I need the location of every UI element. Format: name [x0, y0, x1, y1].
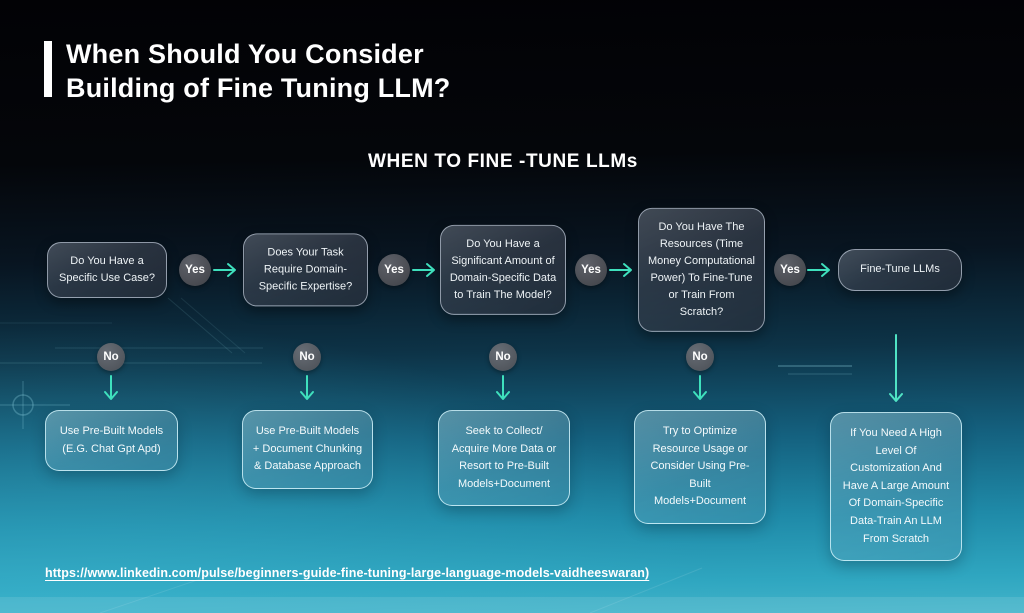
question-node-1-label: Do You Have a Specific Use Case? [59, 254, 155, 284]
question-node-3-label: Do You Have a Significant Amount of Doma… [449, 237, 557, 302]
yes-badge-2-label: Yes [384, 264, 404, 276]
outcome-node-4-label: Try to Optimize Resource Usage or Consid… [650, 425, 750, 508]
question-node-2-label: Does Your Task Require Domain-Specific E… [258, 246, 353, 293]
yes-badge-4: Yes [774, 254, 806, 286]
bottom-accent-strip [0, 597, 1024, 613]
arrow-down-icon [692, 375, 708, 403]
question-node-1: Do You Have a Specific Use Case? [47, 241, 167, 299]
no-badge-3: No [489, 343, 517, 371]
yes-badge-3: Yes [575, 254, 607, 286]
no-badge-2-label: No [299, 351, 315, 363]
source-link[interactable]: https://www.linkedin.com/pulse/beginners… [45, 566, 650, 580]
yes-badge-3-label: Yes [581, 264, 601, 276]
outcome-node-2-label: Use Pre-Built Models + Document Chunking… [252, 425, 363, 473]
arrow-right-icon [609, 262, 635, 278]
outcome-node-5: If You Need A High Level Of Customizatio… [830, 412, 962, 562]
title-accent-bar [44, 41, 52, 97]
no-badge-2: No [293, 343, 321, 371]
no-badge-3-label: No [495, 351, 511, 363]
arrow-down-icon [495, 375, 511, 403]
result-node-fine-tune: Fine-Tune LLMs [838, 249, 962, 291]
no-badge-1-label: No [103, 351, 119, 363]
question-node-4-label: Do You Have The Resources (Time Money Co… [647, 220, 755, 319]
no-badge-1: No [97, 343, 125, 371]
yes-badge-1-label: Yes [185, 264, 205, 276]
arrow-down-icon [103, 375, 119, 403]
yes-badge-2: Yes [378, 254, 410, 286]
yes-badge-4-label: Yes [780, 264, 800, 276]
outcome-node-3-label: Seek to Collect/ Acquire More Data or Re… [451, 425, 557, 490]
question-node-3: Do You Have a Significant Amount of Doma… [440, 224, 566, 316]
outcome-node-1: Use Pre-Built Models (E.G. Chat Gpt Apd) [45, 410, 178, 472]
no-badge-4: No [686, 343, 714, 371]
result-node-label: Fine-Tune LLMs [860, 263, 940, 276]
question-node-4: Do You Have The Resources (Time Money Co… [638, 207, 765, 333]
outcome-node-3: Seek to Collect/ Acquire More Data or Re… [438, 410, 570, 507]
arrow-down-long-icon [888, 334, 904, 406]
arrow-right-icon [412, 262, 438, 278]
outcome-node-2: Use Pre-Built Models + Document Chunking… [242, 410, 373, 489]
outcome-node-5-label: If You Need A High Level Of Customizatio… [842, 427, 950, 545]
no-badge-4-label: No [692, 351, 708, 363]
crosshair-icon [12, 394, 34, 416]
question-node-2: Does Your Task Require Domain-Specific E… [243, 233, 368, 307]
arrow-down-icon [299, 375, 315, 403]
page-title: When Should You Consider Building of Fin… [66, 39, 451, 103]
outcome-node-4: Try to Optimize Resource Usage or Consid… [634, 410, 766, 524]
outcome-node-1-label: Use Pre-Built Models (E.G. Chat Gpt Apd) [59, 425, 164, 455]
arrow-right-icon [807, 262, 833, 278]
diagram-title: WHEN TO FINE -TUNE LLMs [368, 151, 638, 172]
arrow-right-icon [213, 262, 239, 278]
yes-badge-1: Yes [179, 254, 211, 286]
